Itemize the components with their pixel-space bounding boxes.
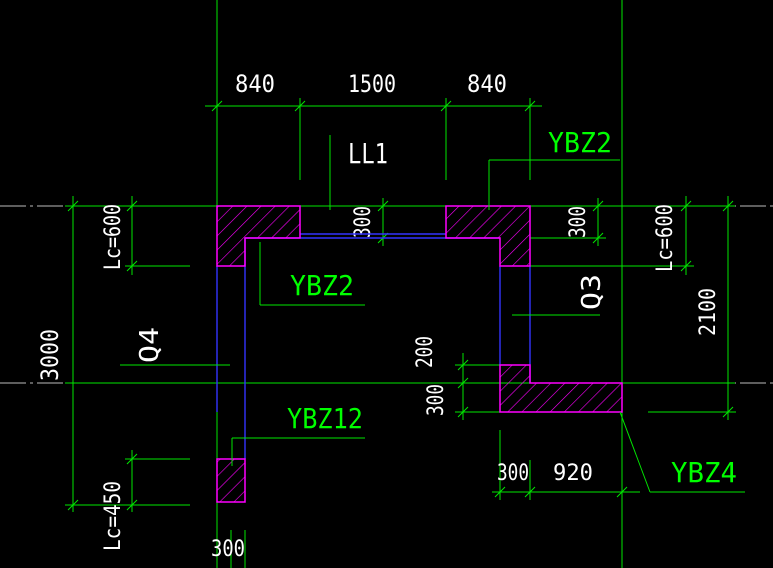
ybz2-right-element <box>445 205 531 267</box>
dim-right-300: 300 <box>566 206 591 238</box>
dim-left-total: 3000 <box>36 329 64 381</box>
label-ll1: LL1 <box>348 137 388 170</box>
top-dimension-chain <box>205 98 542 180</box>
dim-top-right: 840 <box>467 70 507 98</box>
dim-bottom-300: 300 <box>497 461 529 486</box>
ybz2-left-element <box>216 205 301 267</box>
dim-lc-bottom-left: Lc=450 <box>101 481 126 551</box>
label-ybz2-mid: YBZ2 <box>290 269 354 302</box>
label-ybz2-top: YBZ2 <box>548 126 612 159</box>
dim-right-2100: 2100 <box>696 288 721 336</box>
dim-top-mid: 1500 <box>348 70 396 98</box>
dim-bottom-left-300: 300 <box>211 537 245 562</box>
bottom-dimension-chain <box>230 430 640 568</box>
grid-lines <box>65 0 735 568</box>
left-dimension-chain <box>65 196 217 512</box>
right-dimension-chain <box>530 196 736 420</box>
ybz4-element <box>499 364 623 413</box>
ybz12-element <box>216 458 246 503</box>
dim-bottom-920: 920 <box>553 461 593 486</box>
dim-beam-300: 300 <box>351 206 376 238</box>
dim-mid-300: 300 <box>424 384 449 416</box>
leader-lines <box>120 135 745 493</box>
dim-lc-top-left: Lc=600 <box>101 204 126 270</box>
dim-lc-top-right: Lc=600 <box>653 204 678 272</box>
label-q4: Q4 <box>135 327 165 363</box>
wall-centerlines <box>216 233 531 459</box>
mid-dimension-chain <box>455 353 500 420</box>
boundary-elements <box>216 205 623 503</box>
label-ybz4: YBZ4 <box>671 456 737 489</box>
dim-mid-200: 200 <box>413 336 438 368</box>
dim-top-left: 840 <box>235 70 275 98</box>
label-ybz12: YBZ12 <box>287 402 363 435</box>
label-q3: Q3 <box>577 274 607 310</box>
